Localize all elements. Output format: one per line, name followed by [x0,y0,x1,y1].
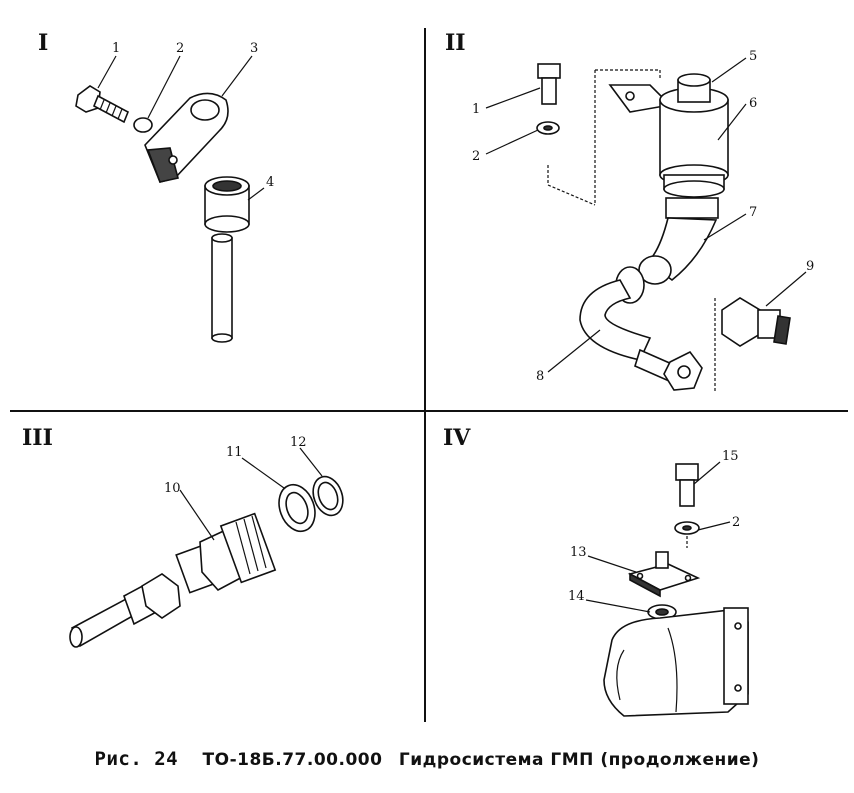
pipe-end [69,573,181,648]
callout-q2-7: 7 [749,205,757,220]
spring-washer-2 [133,117,153,133]
quadrant-label-3: III [22,425,53,451]
callout-q1-1: 1 [112,41,120,56]
cover-plate-13 [627,551,701,598]
callout-q2-1: 1 [472,102,480,117]
callout-q1-4: 4 [266,175,274,190]
quadrant-4-parts: 15 2 13 14 [568,449,749,717]
figure-title: Гидросистема ГМП (продолжение) [398,750,760,770]
callout-q1-2: 2 [176,41,184,56]
fitting-9 [721,297,791,347]
callout-q4-14: 14 [568,589,585,604]
callout-q4-15: 15 [722,449,739,464]
callout-q3-12: 12 [290,435,307,450]
bushing-4 [204,176,250,233]
callout-q2-2: 2 [472,149,480,164]
callout-q4-2: 2 [732,515,740,530]
hose-8 [579,255,703,391]
document-code: ТО-18Б.77.00.000 [202,750,383,770]
bolt-15 [675,463,699,507]
callout-q2-5: 5 [749,49,757,64]
quadrant-label-2: II [445,30,466,56]
bolt-1-q2 [537,63,561,105]
union-fitting-10 [175,512,277,594]
bolt-1 [75,85,130,124]
callout-q3-10: 10 [164,481,181,496]
quadrant-label-1: I [38,30,48,56]
quadrant-2-parts: 1 2 5 6 7 8 9 [472,49,814,392]
figure-number: Рис. 24 [94,748,179,770]
quadrant-3-parts: 10 11 12 [69,435,344,648]
callout-q4-13: 13 [570,545,587,560]
callout-q2-8: 8 [536,369,544,384]
callout-q2-9: 9 [806,259,814,274]
pump-housing [603,607,749,717]
filter-cap-5 [677,73,711,103]
quadrant-label-4: IV [443,425,471,451]
figure-caption: Рис. 24 ТО-18Б.77.00.000 Гидросистема ГМ… [0,748,854,770]
clamp-3 [144,92,229,183]
callout-q1-3: 3 [250,41,258,56]
callout-q3-11: 11 [226,445,243,460]
tube-section [211,233,233,343]
filter-housing-6 [659,87,729,198]
quadrant-1-parts: 1 2 3 4 [75,41,274,343]
callout-q2-6: 6 [749,96,757,111]
